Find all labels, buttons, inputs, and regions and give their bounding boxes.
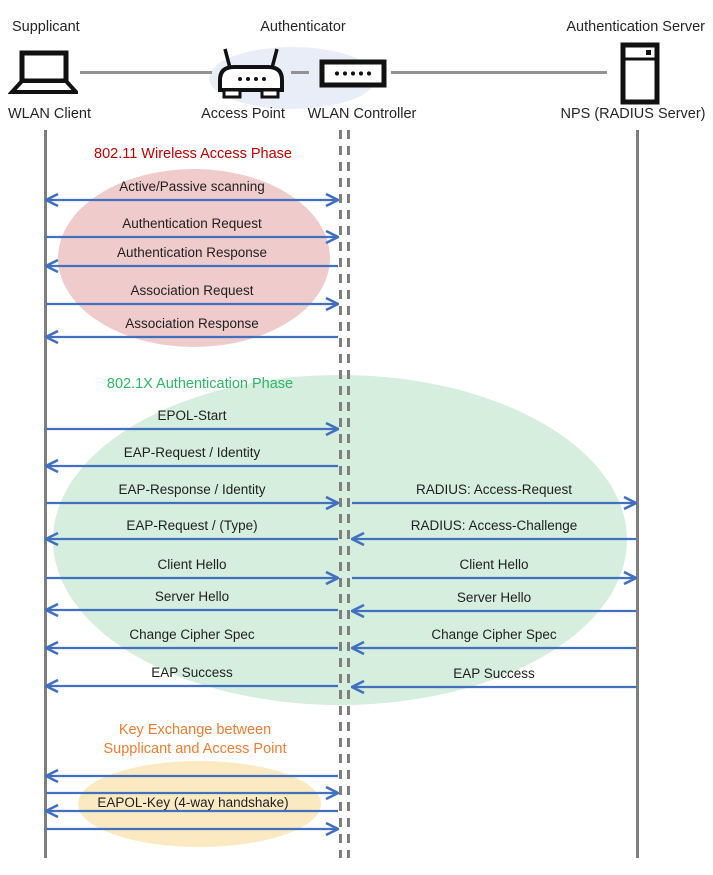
lifeline-wlan-client xyxy=(44,130,47,858)
device-label-access-point: Access Point xyxy=(201,106,285,122)
access-point-icon xyxy=(218,48,284,99)
message-arrow-left xyxy=(43,258,339,274)
message-arrow-right xyxy=(351,495,639,511)
message-label: EAP-Request / (Type) xyxy=(126,518,258,533)
role-label-authentication-server: Authentication Server xyxy=(566,19,705,35)
message-label: Association Response xyxy=(125,316,259,331)
message-label: EAP Success xyxy=(151,665,233,680)
message-label: EPOL-Start xyxy=(157,408,227,423)
message-label: Authentication Request xyxy=(122,216,262,231)
connector-line-controller-server xyxy=(391,71,607,74)
message-label: RADIUS: Access-Request xyxy=(415,482,573,497)
server-icon xyxy=(620,42,660,105)
role-label-authenticator: Authenticator xyxy=(260,19,346,35)
message-label: EAP-Response / Identity xyxy=(118,482,266,497)
message-label: Client Hello xyxy=(459,557,529,572)
message-arrow-both xyxy=(43,192,341,208)
message-arrow-left xyxy=(43,640,339,656)
message-arrow-right xyxy=(45,229,341,245)
message-label: Client Hello xyxy=(157,557,227,572)
phase3-title: Key Exchange between Supplicant and Acce… xyxy=(45,721,345,759)
connector-line-client-ap xyxy=(80,71,212,74)
device-label-nps-radius-server: NPS (RADIUS Server) xyxy=(560,106,706,122)
message-arrow-left xyxy=(43,458,339,474)
key-exchange-label: EAPOL-Key (4-way handshake) xyxy=(97,795,289,810)
connector-line-ap-controller xyxy=(291,71,309,74)
message-arrow-left xyxy=(43,602,339,618)
message-arrow-right xyxy=(45,821,341,837)
message-arrow-left xyxy=(43,768,339,784)
device-label-wlan-controller: WLAN Controller xyxy=(307,106,417,122)
message-arrow-left xyxy=(43,803,339,819)
laptop-icon xyxy=(8,50,78,94)
device-label-wlan-client: WLAN Client xyxy=(8,106,91,122)
message-arrow-right xyxy=(45,421,341,437)
phase1-ellipse xyxy=(58,169,330,347)
message-arrow-left xyxy=(349,531,637,547)
lifeline-nps-server xyxy=(636,130,639,858)
message-arrow-right xyxy=(351,570,639,586)
message-arrow-left xyxy=(349,603,637,619)
message-label: Authentication Response xyxy=(116,245,268,260)
phase2-title: 802.1X Authentication Phase xyxy=(106,376,294,392)
message-arrow-left xyxy=(349,640,637,656)
message-arrow-left xyxy=(43,678,339,694)
message-label: Association Request xyxy=(130,283,254,298)
role-label-supplicant: Supplicant xyxy=(12,19,80,35)
message-arrow-right xyxy=(45,570,341,586)
phase3-title-line1: Key Exchange between xyxy=(118,722,272,738)
message-arrow-left xyxy=(349,679,637,695)
message-arrow-right xyxy=(45,296,341,312)
message-label: RADIUS: Access-Challenge xyxy=(410,518,578,533)
message-arrow-left xyxy=(43,531,339,547)
message-label: Server Hello xyxy=(154,589,230,604)
message-label: Change Cipher Spec xyxy=(129,627,255,642)
lifeline-controller-dashed xyxy=(347,130,350,858)
message-label: EAP Success xyxy=(453,666,535,681)
message-label: Active/Passive scanning xyxy=(119,179,265,194)
message-label: Server Hello xyxy=(456,590,532,605)
phase1-title: 802.11 Wireless Access Phase xyxy=(94,146,292,162)
message-arrow-left xyxy=(43,329,339,345)
phase3-title-line2: Supplicant and Access Point xyxy=(103,741,287,757)
wlan-controller-icon xyxy=(319,59,387,88)
lifeline-ap-dashed xyxy=(339,130,342,858)
message-arrow-right xyxy=(45,785,341,801)
message-label: Change Cipher Spec xyxy=(431,627,557,642)
message-arrow-right xyxy=(45,495,341,511)
message-label: EAP-Request / Identity xyxy=(123,445,261,460)
